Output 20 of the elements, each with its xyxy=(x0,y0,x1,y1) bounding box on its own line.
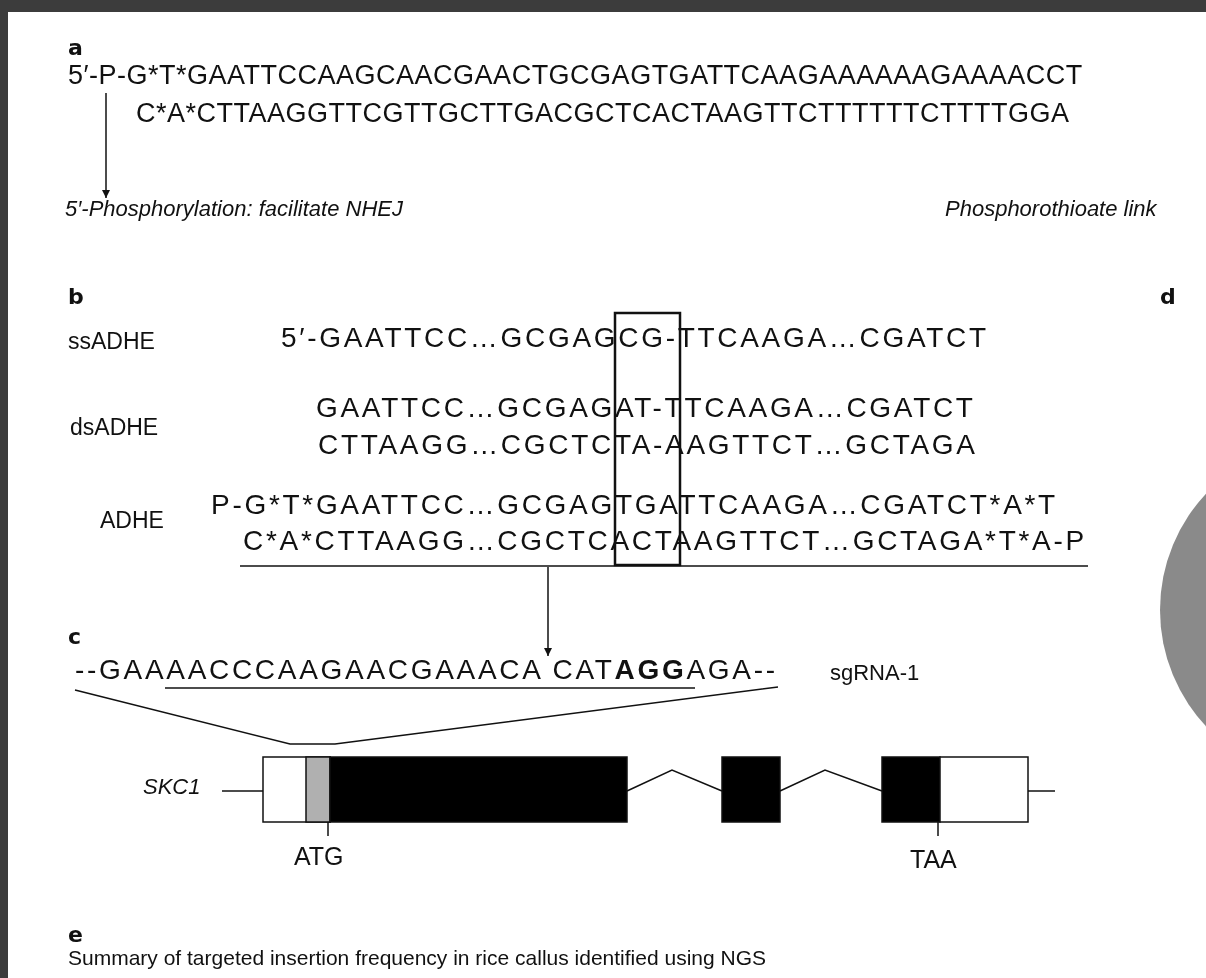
panel-letter: e xyxy=(68,922,83,947)
row-label: dsADHE xyxy=(70,414,159,441)
caption-text: Summary of targeted insertion frequency in rice callus identified using NGS xyxy=(68,946,766,970)
dna-sequence: --GAAAACCCAAGAACGAAACA CATAGGAGA-- xyxy=(75,654,778,686)
annotation-text: 5′-Phosphorylation: facilitate NHEJ xyxy=(65,196,403,222)
dna-sequence: 5′-P-G*T*GAATTCCAAGCAACGAACTGCGAGTGATTCAAGAAAAAAGAAAACCT xyxy=(68,60,1083,91)
arrow xyxy=(102,92,110,199)
codon-label: ATG xyxy=(294,842,344,871)
panel-letter: b xyxy=(68,284,84,309)
panel-letter: c xyxy=(68,624,82,649)
dna-sequence: C*A*CTTAAGGTTCGTTGCTTGACGCTCACTAAGTTCTTTTTTCTTTTGGA xyxy=(136,98,1070,129)
codon-label: TAA xyxy=(910,845,957,874)
arrow xyxy=(544,566,552,657)
gene-label: SKC1 xyxy=(143,774,201,800)
row-label: ADHE xyxy=(100,507,164,534)
sgrna-label: sgRNA-1 xyxy=(830,660,920,686)
panel-letter: a xyxy=(68,35,83,60)
annotation-text: Phosphorothioate link xyxy=(945,196,1157,222)
row-label: ssADHE xyxy=(68,328,155,355)
panel-letter: d xyxy=(1160,284,1176,309)
